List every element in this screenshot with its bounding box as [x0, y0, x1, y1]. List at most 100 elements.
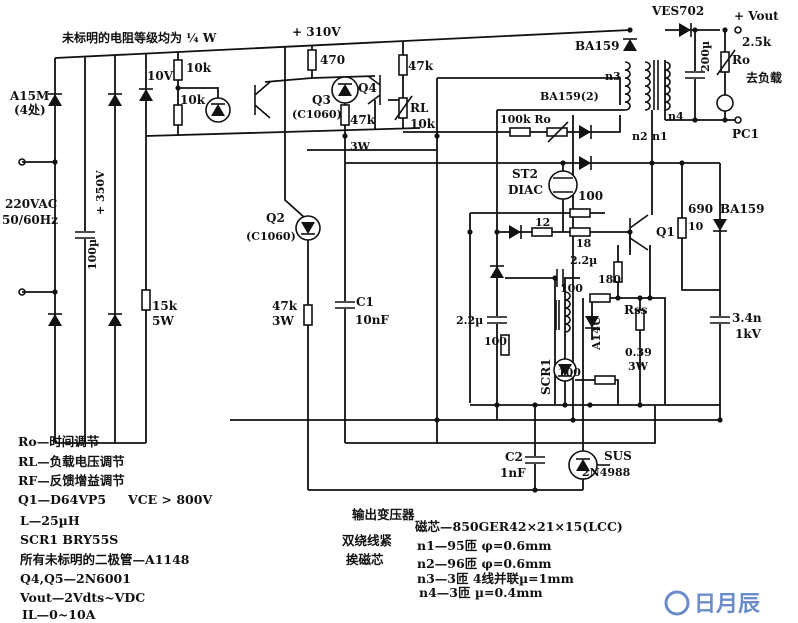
input-diodes-label: A15M: [9, 89, 49, 103]
ba159-top: BA159: [575, 39, 620, 53]
bridge-diode-4: [108, 314, 122, 326]
resistor-100-b: [589, 293, 611, 303]
input-frequency: 50/60Hz: [2, 213, 58, 227]
sus-name: SUS: [604, 449, 632, 463]
resistor-47k-q3: [340, 104, 350, 126]
q1-label: Q1: [656, 225, 675, 239]
r-47k-3w-value: 47k: [272, 299, 298, 313]
n4-label: n4: [668, 110, 684, 123]
transistor-q1: [629, 214, 649, 251]
q3-name: Q3: [312, 93, 331, 107]
n3-label: n3: [605, 70, 621, 83]
r-10k-b: 10k: [180, 93, 206, 107]
watermark-logo: 日月辰: [664, 590, 760, 617]
r-690: 690: [688, 202, 713, 216]
junction-dot: [649, 160, 655, 166]
junction-dot: [434, 133, 440, 139]
q3-3w-label: 3W: [350, 140, 371, 153]
capacitor-2u2-a-gap: [556, 269, 564, 287]
c2-value: 1nF: [500, 466, 526, 480]
note-q1: Q1—D64VP5: [18, 492, 106, 507]
bulk-cap-value: 100µ: [86, 239, 99, 270]
a14u-label: A14U: [590, 316, 603, 351]
capacitor-c1-gap: [335, 301, 355, 309]
supply-label: + 310V: [292, 25, 341, 39]
transformer-core: 磁芯—850GER42×21×15(LCC): [414, 519, 623, 534]
junction-dot: [175, 85, 181, 91]
c-3n4-value: 3.4n: [732, 311, 762, 325]
winding-n4: [664, 61, 671, 111]
junction-dot: [494, 229, 500, 235]
capacitor-2u2-b-gap: [487, 316, 507, 324]
svg-text:日月辰: 日月辰: [694, 592, 760, 617]
note-rl: RL—负载电压调节: [18, 454, 125, 469]
st2-type: DIAC: [508, 183, 543, 197]
transformer-n3: n3—3匝 4线并联µ=1mm: [417, 571, 574, 586]
resistor-rating-note: 未标明的电阻等级均为 ¼ W: [61, 30, 217, 45]
capacitor-200u: [685, 71, 705, 79]
c-2u2-b: 2.2µ: [456, 314, 483, 327]
resistor-470: [307, 49, 317, 71]
r-47k-q3: 47k: [350, 113, 376, 127]
resistor-15k: [141, 289, 151, 311]
diode-ba159-2: [579, 125, 591, 139]
resistor-47k-top: [398, 54, 408, 76]
junction-dot: [52, 289, 58, 295]
resistor-18: [569, 227, 591, 237]
note-vce: VCE > 800V: [127, 492, 212, 507]
junction-dot: [560, 160, 566, 166]
resistor-rss: [635, 309, 645, 331]
diac-symbol: [553, 177, 573, 193]
resistor-10k-a: [173, 59, 183, 81]
junction-dot: [342, 133, 348, 139]
transistor-q4: [367, 75, 381, 105]
load-label: 去负载: [746, 70, 782, 85]
bridge-diode-1: [48, 94, 62, 106]
diode-ba159-top: [623, 39, 637, 51]
r-100-b: 100: [560, 282, 583, 295]
note-diodes: 所有未标明的二极管—A1148: [20, 552, 190, 567]
junction-dot: [434, 417, 440, 423]
c1-name: C1: [356, 295, 374, 309]
diode-base: [509, 225, 521, 239]
junction-dot: [722, 27, 728, 33]
res-15k-value: 15k: [152, 299, 178, 313]
ves702-label: VES702: [651, 4, 704, 18]
transformer-n4: n4—3匝 µ=0.4mm: [419, 585, 543, 600]
r-100-c: 100: [484, 335, 507, 348]
note-q4q5: Q4,Q5—2N6001: [20, 571, 131, 586]
diode-clamp: [490, 266, 504, 278]
junction-dot: [532, 402, 538, 408]
q3-symbol: [338, 84, 352, 96]
transformer-n2: n2—96匝 φ=0.6mm: [417, 556, 552, 571]
vout-terminal: [734, 26, 742, 34]
transformer-heading: 输出变压器: [352, 507, 415, 522]
transformer-side-a: 双绕线紧: [341, 533, 393, 548]
ba159-2: BA159(2): [540, 90, 599, 103]
capacitor-c2-gap: [525, 456, 545, 464]
bridge-diode-3: [108, 94, 122, 106]
optocoupler-transistor: [254, 81, 271, 119]
q2-part: (C1060): [246, 230, 296, 243]
junction-dot: [637, 295, 643, 301]
r-180: 180: [598, 273, 621, 286]
r-100k-ro: 100k Ro: [500, 113, 551, 126]
note-il: IL—0~10A: [22, 607, 96, 622]
note-l: L—25µH: [20, 513, 80, 528]
q3-part: (C1060): [292, 108, 342, 121]
capacitor-c2: [525, 456, 545, 464]
diode-a14u: [585, 316, 599, 328]
bulk-capacitor: [75, 231, 95, 239]
junction-dot: [637, 402, 643, 408]
winding-n3: [624, 61, 631, 111]
sus-symbol: [576, 459, 590, 471]
junction-dot: [532, 487, 538, 493]
c1-value: 10nF: [355, 313, 389, 327]
ac-terminal-2: [18, 288, 26, 296]
resistor-47k-3w: [303, 304, 313, 326]
ro-wiper-arrow: [716, 49, 736, 76]
junction-dot: [467, 229, 473, 235]
scr1-symbol: [558, 364, 572, 376]
r-47k-3w-power: 3W: [272, 314, 294, 328]
rl-value: 10k: [410, 117, 436, 131]
